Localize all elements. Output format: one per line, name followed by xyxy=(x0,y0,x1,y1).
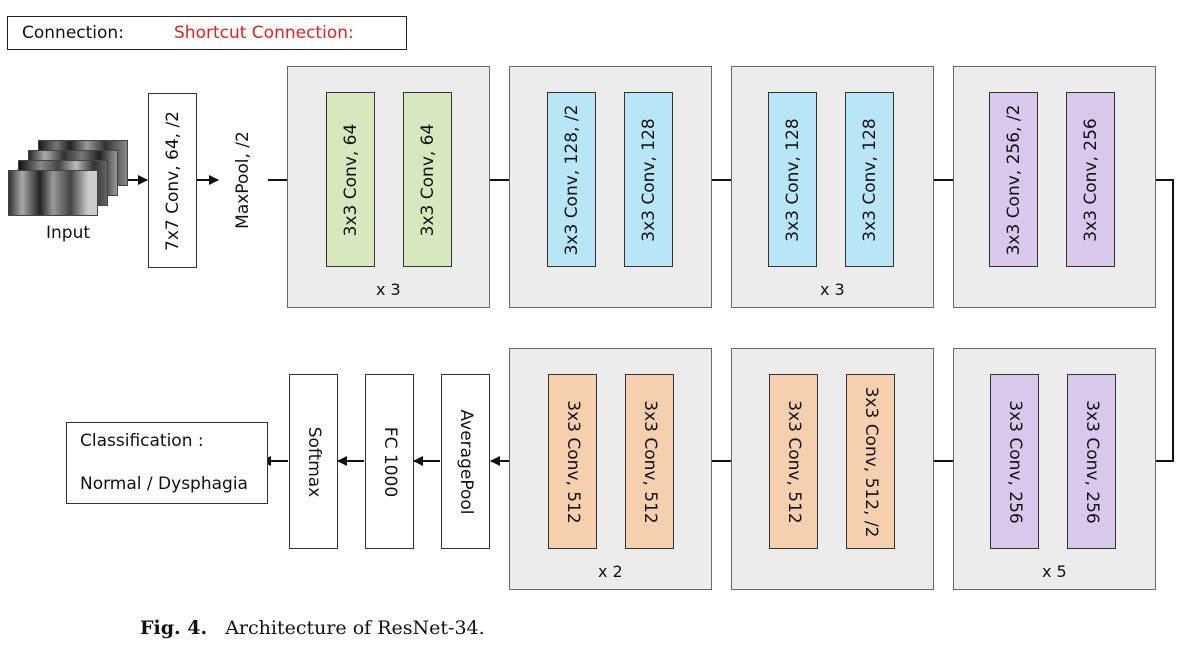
conv-label: 3x3 Conv, 512 xyxy=(639,399,660,524)
conv-block-bot1-b: 3x3 Conv, 512 xyxy=(625,374,674,549)
conv-block-top3-a: 3x3 Conv, 128 xyxy=(768,92,817,267)
softmax-block: Softmax xyxy=(289,374,338,549)
conv-label: 3x3 Conv, 128, /2 xyxy=(561,104,582,255)
maxpool-label: MaxPool, /2 xyxy=(233,131,253,229)
conv-block-bot3-b: 3x3 Conv, 256 xyxy=(1067,374,1116,549)
conv-block-bot3-a: 3x3 Conv, 256 xyxy=(990,374,1039,549)
stage-bottom-3: x 5 xyxy=(953,348,1156,590)
conv7-block: 7x7 Conv, 64, /2 xyxy=(148,93,197,268)
conv-block-top2-b: 3x3 Conv, 128 xyxy=(624,92,673,267)
stage-top-3-repeat: x 3 xyxy=(820,280,845,299)
stage-bottom-1-repeat: x 2 xyxy=(598,562,623,581)
conv-label: 3x3 Conv, 512, /2 xyxy=(860,386,881,537)
conv-label: 3x3 Conv, 256 xyxy=(1081,399,1102,524)
fc-block: FC 1000 xyxy=(365,374,414,549)
legend-shortcut-label: Shortcut Connection: xyxy=(174,23,354,43)
conv-block-bot2-b: 3x3 Conv, 512, /2 xyxy=(846,374,895,549)
conv-block-top4-b: 3x3 Conv, 256 xyxy=(1066,92,1115,267)
stage-top-2 xyxy=(509,66,712,308)
figure-caption: Fig. 4. Architecture of ResNet-34. xyxy=(140,617,485,639)
conv-label: 3x3 Conv, 128 xyxy=(859,117,880,242)
conv-label: 3x3 Conv, 512 xyxy=(562,399,583,524)
conv-label: 3x3 Conv, 512 xyxy=(783,399,804,524)
avgpool-block: AveragePool xyxy=(441,374,490,549)
softmax-label: Softmax xyxy=(303,426,324,497)
fc-label: FC 1000 xyxy=(379,426,400,497)
maxpool-block: MaxPool, /2 xyxy=(219,100,267,260)
stage-bottom-2 xyxy=(731,348,934,590)
conv-label: 3x3 Conv, 256 xyxy=(1004,399,1025,524)
conv7-label: 7x7 Conv, 64, /2 xyxy=(162,110,183,251)
caption-label: Fig. 4. xyxy=(140,617,208,639)
conv-block-top1-a: 3x3 Conv, 64 xyxy=(326,92,375,267)
conv-label: 3x3 Conv, 128 xyxy=(782,117,803,242)
classification-classes: Normal / Dysphagia xyxy=(80,474,248,494)
conv-label: 3x3 Conv, 256 xyxy=(1080,117,1101,242)
legend-connection-label: Connection: xyxy=(22,23,124,43)
conv-label: 3x3 Conv, 64 xyxy=(340,123,361,236)
stage-bottom-1: x 2 xyxy=(509,348,712,590)
classification-box: Classification : Normal / Dysphagia xyxy=(66,422,268,504)
conv-block-top3-b: 3x3 Conv, 128 xyxy=(845,92,894,267)
legend-box: Connection: Shortcut Connection: xyxy=(7,16,407,50)
conv-label: 3x3 Conv, 128 xyxy=(638,117,659,242)
stage-top-1: x 3 xyxy=(287,66,490,308)
stage-top-3: x 3 xyxy=(731,66,934,308)
caption-text: Architecture of ResNet-34. xyxy=(225,617,485,639)
input-image-icon xyxy=(8,140,128,220)
conv-block-bot1-a: 3x3 Conv, 512 xyxy=(548,374,597,549)
stage-top-4 xyxy=(953,66,1156,308)
conv-label: 3x3 Conv, 256, /2 xyxy=(1003,104,1024,255)
avgpool-label: AveragePool xyxy=(455,409,476,514)
stage-bottom-3-repeat: x 5 xyxy=(1042,562,1067,581)
conv-block-top2-a: 3x3 Conv, 128, /2 xyxy=(547,92,596,267)
conv-block-top1-b: 3x3 Conv, 64 xyxy=(403,92,452,267)
input-label: Input xyxy=(46,223,91,243)
conv-block-top4-a: 3x3 Conv, 256, /2 xyxy=(989,92,1038,267)
stage-top-1-repeat: x 3 xyxy=(376,280,401,299)
conv-block-bot2-a: 3x3 Conv, 512 xyxy=(769,374,818,549)
conv-label: 3x3 Conv, 64 xyxy=(417,123,438,236)
classification-title: Classification : xyxy=(80,431,204,451)
